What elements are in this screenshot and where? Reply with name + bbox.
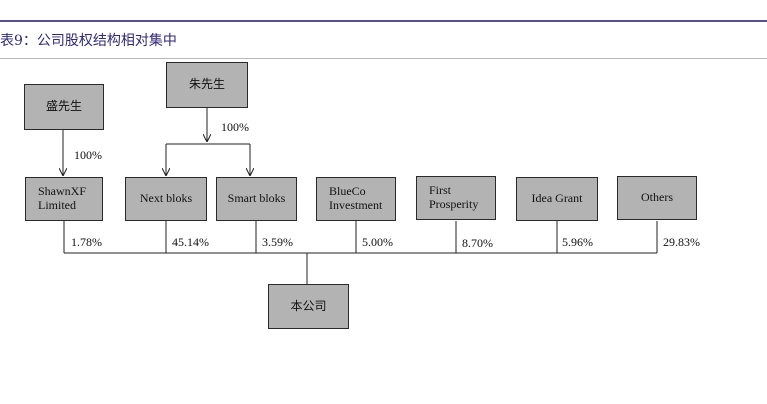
- shareholder-box-blueco: BlueCo Investment: [316, 177, 396, 221]
- percent-sheng-shawnxf: 100%: [74, 148, 102, 162]
- percent-blueco: 5.00%: [362, 235, 393, 249]
- caption-rule: [0, 58, 767, 59]
- shareholder-box-others: Others: [617, 176, 697, 220]
- shareholder-box-idea-grant: Idea Grant: [516, 177, 598, 221]
- percent-zhu-subs: 100%: [221, 120, 249, 134]
- percent-shawnxf: 1.78%: [71, 235, 102, 249]
- percent-idea-grant: 5.96%: [562, 235, 593, 249]
- owner-box-sheng: 盛先生: [24, 84, 104, 130]
- percent-smart-bloks: 3.59%: [262, 235, 293, 249]
- shareholder-box-shawnxf: ShawnXF Limited: [25, 177, 103, 221]
- owner-box-zhu: 朱先生: [166, 62, 248, 108]
- percent-others: 29.83%: [663, 235, 700, 249]
- percent-first-prosperity: 8.70%: [462, 236, 493, 250]
- figure-caption: 表9：公司股权结构相对集中: [0, 33, 177, 49]
- company-box: 本公司: [268, 284, 349, 329]
- shareholder-box-next-bloks: Next bloks: [125, 177, 207, 221]
- shareholder-box-first-prosperity: First Prosperity: [416, 176, 496, 220]
- top-rule: [0, 20, 767, 22]
- percent-next-bloks: 45.14%: [172, 235, 209, 249]
- shareholder-box-smart-bloks: Smart bloks: [216, 177, 297, 221]
